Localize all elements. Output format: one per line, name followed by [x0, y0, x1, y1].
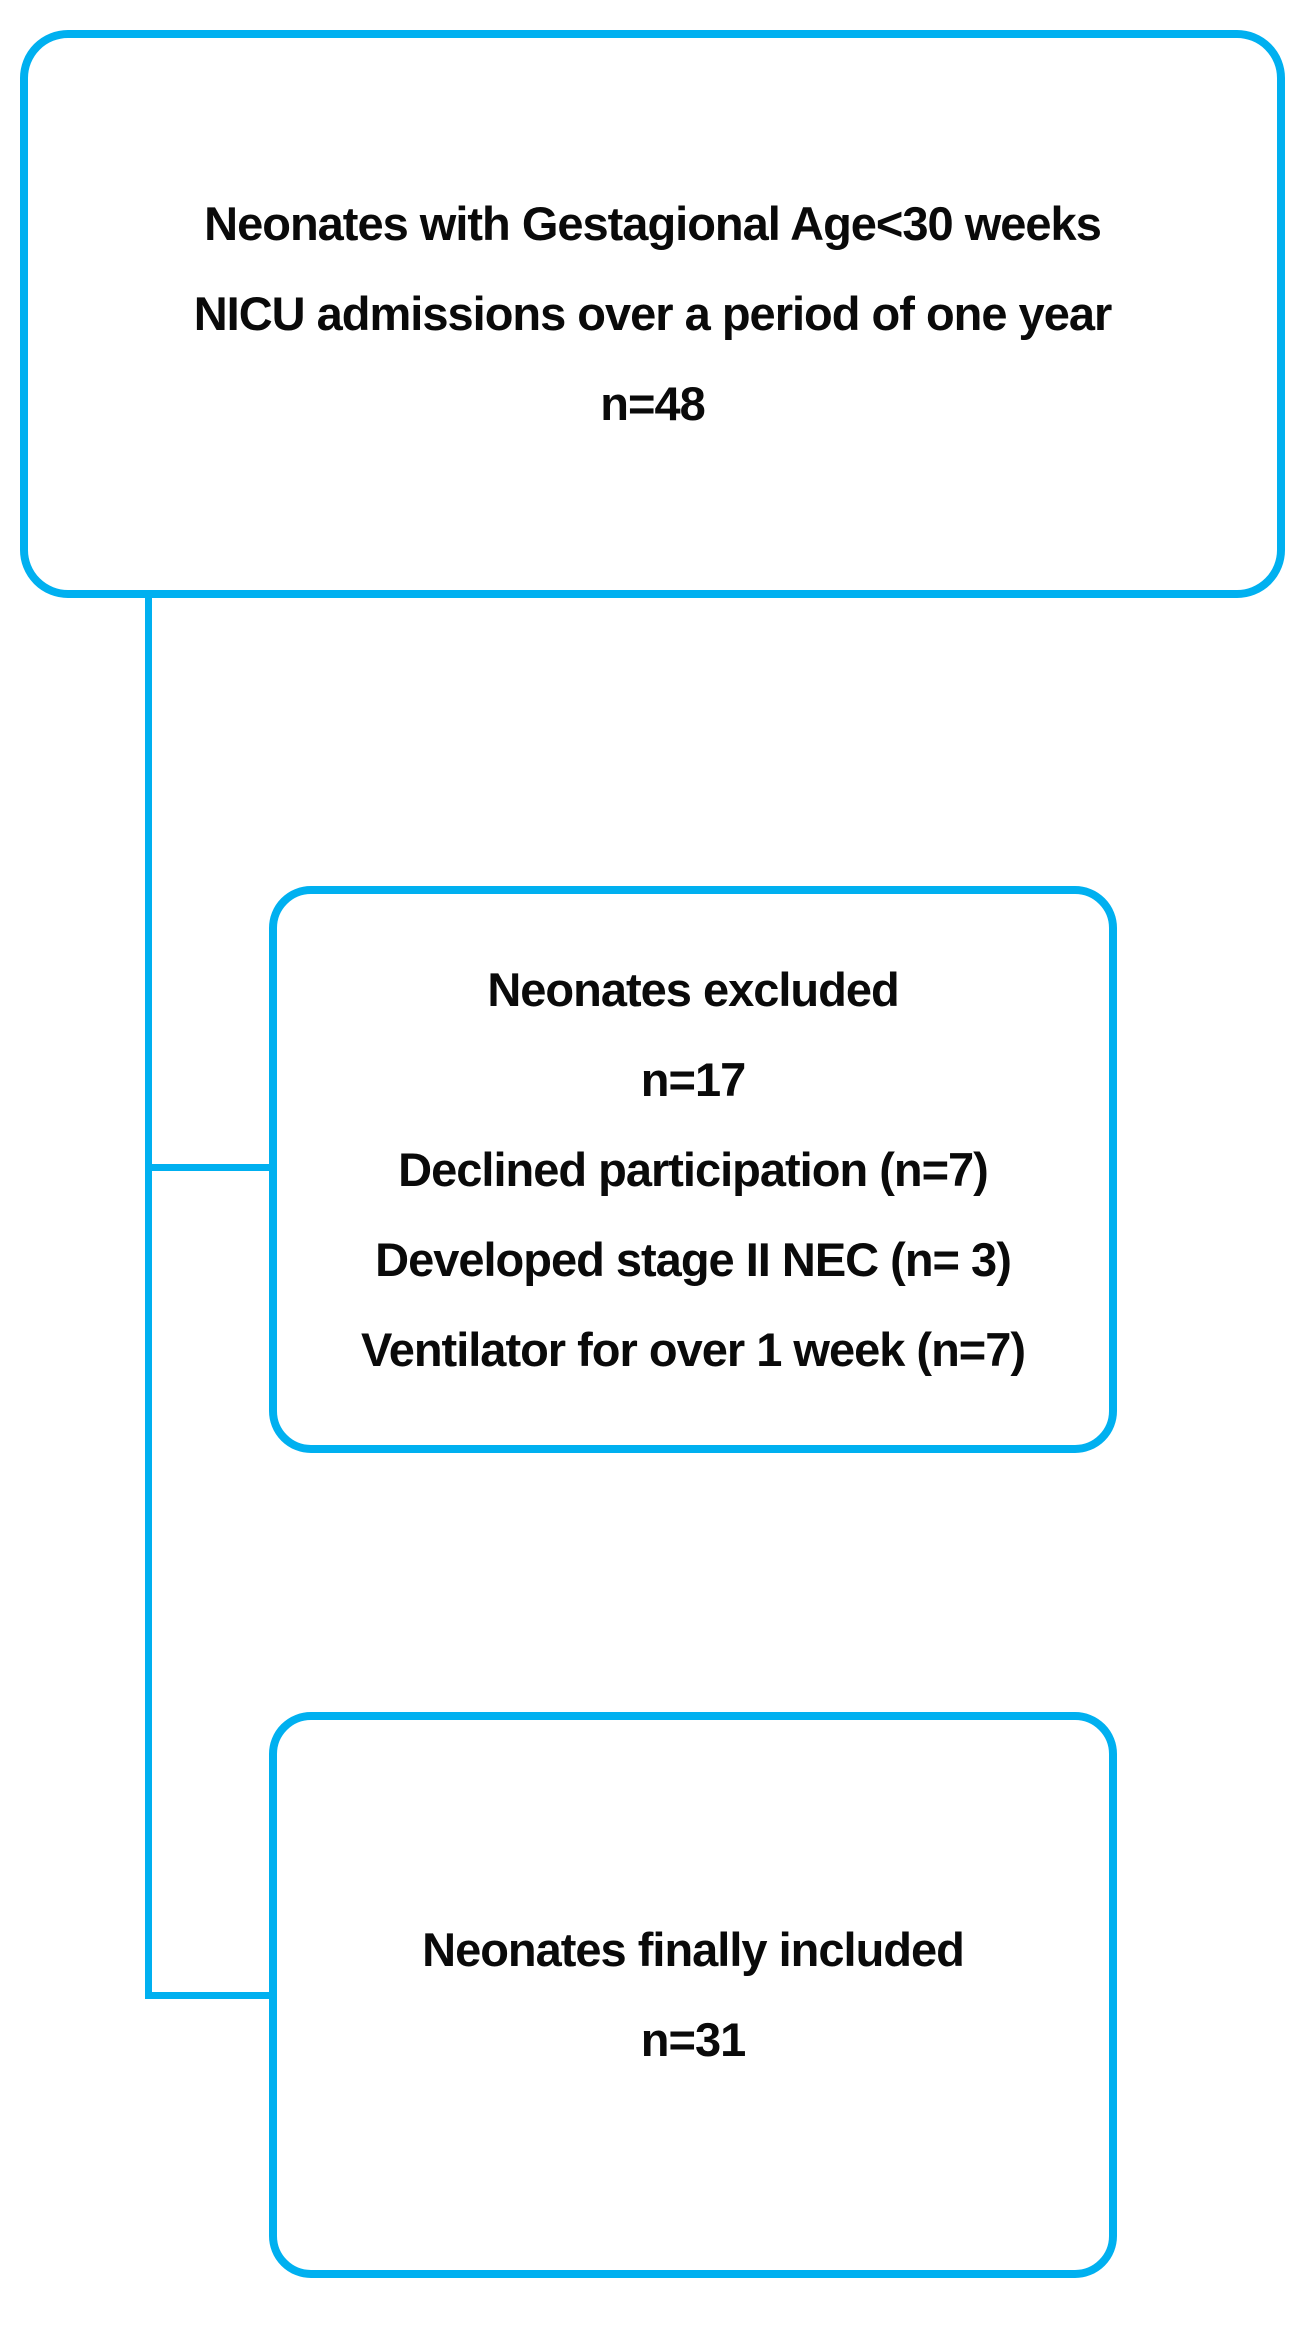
population-line-1: Neonates with Gestagional Age<30 weeks — [204, 197, 1102, 250]
connector-branch-excluded — [145, 1164, 277, 1171]
excluded-reason-ventilator: Ventilator for over 1 week (n=7) — [360, 1322, 1026, 1376]
excluded-reason-nec: Developed stage II NEC (n= 3) — [375, 1232, 1012, 1286]
excluded-title: Neonates excluded — [487, 962, 899, 1016]
box-eligible-population: Neonates with Gestagional Age<30 weeks N… — [20, 30, 1285, 598]
population-count: n=48 — [600, 377, 705, 430]
connector-branch-included — [145, 1992, 277, 1999]
included-count: n=31 — [640, 2013, 746, 2066]
excluded-count: n=17 — [640, 1052, 746, 1106]
box-finally-included: Neonates finally included n=31 — [269, 1712, 1117, 2278]
excluded-reason-declined: Declined participation (n=7) — [398, 1142, 989, 1196]
connector-vertical-line — [145, 596, 152, 1999]
included-title: Neonates finally included — [422, 1923, 965, 1976]
population-line-2: NICU admissions over a period of one yea… — [193, 287, 1113, 340]
box-excluded: Neonates excluded n=17 Declined particip… — [269, 886, 1117, 1453]
